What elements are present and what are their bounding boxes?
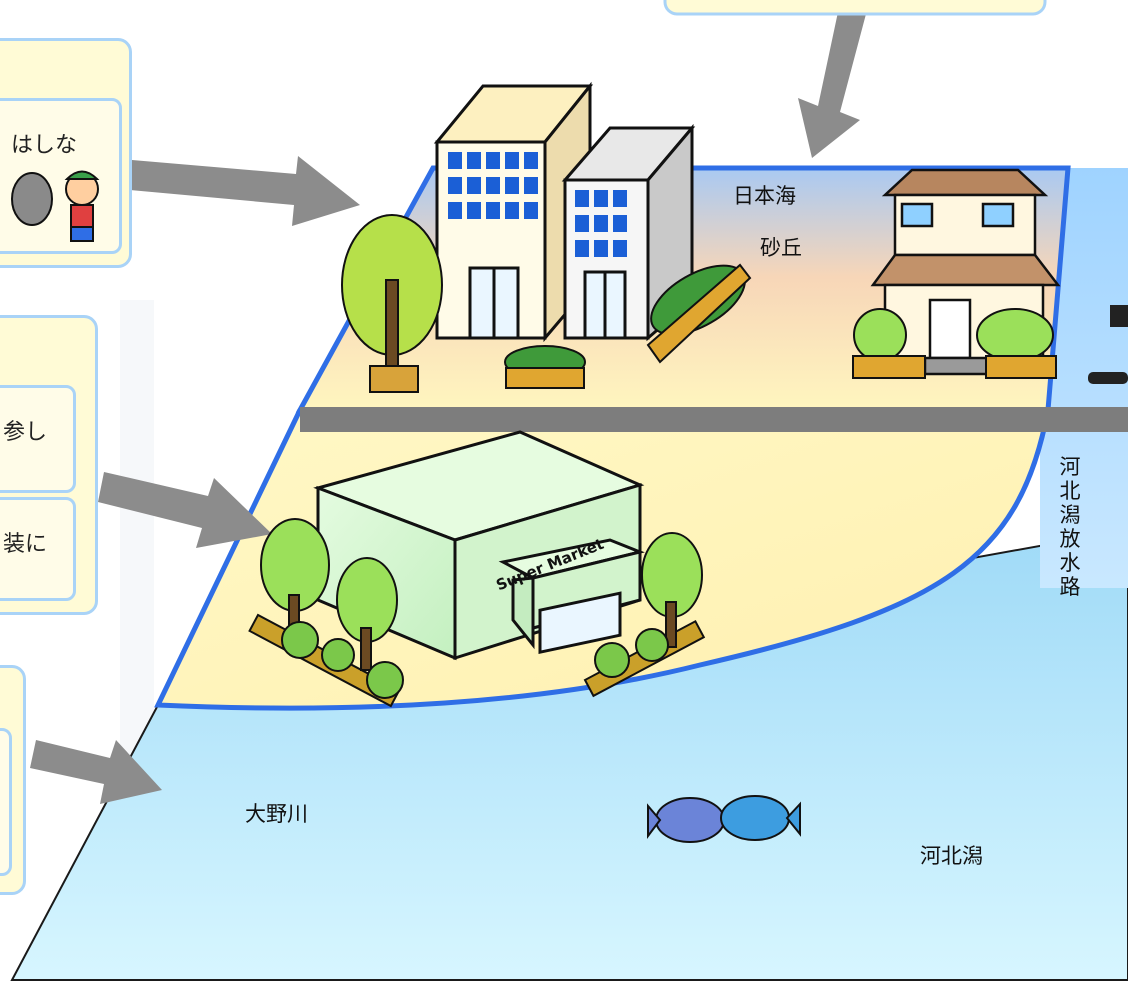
label-channel-char: 路 — [1059, 575, 1081, 599]
label-channel-char: 水 — [1059, 551, 1081, 575]
label-channel: 河 北 潟 放 水 路 — [1058, 455, 1082, 599]
callout-middle-text-2: 装に — [3, 532, 48, 557]
hedge-planter-2 — [646, 263, 752, 364]
cartoon-figures — [11, 170, 100, 242]
supermarket-trees-right — [583, 532, 706, 698]
label-river: 大野川 — [245, 802, 308, 826]
arrows — [30, 12, 866, 804]
tree-willow — [341, 214, 443, 393]
label-dune: 砂丘 — [760, 236, 802, 260]
label-lagoon: 河北潟 — [920, 844, 983, 868]
arrow-to-top-zone — [130, 156, 360, 226]
edge-fragments — [1088, 305, 1128, 384]
label-sea: 日本海 — [733, 184, 796, 208]
label-channel-char: 放 — [1059, 527, 1081, 551]
callout-bottom-inner — [0, 728, 12, 876]
callout-top-inner: はしな — [0, 98, 122, 254]
supermarket-trees-left — [248, 518, 404, 708]
top-banner-fragment — [663, 0, 1047, 16]
callout-middle-text-1: 参し — [3, 420, 48, 445]
arrow-to-middle-zone — [98, 472, 272, 548]
callout-middle-inner-2: 装に — [0, 497, 76, 601]
fish-pair — [647, 795, 801, 843]
label-channel-char: 河 — [1059, 455, 1081, 479]
hedge-planter-1 — [504, 345, 586, 389]
label-channel-char: 潟 — [1059, 503, 1081, 527]
house-hedges — [852, 308, 1057, 379]
label-channel-char: 北 — [1059, 479, 1081, 503]
supermarket — [313, 430, 645, 661]
middle-zone-border — [154, 408, 1051, 711]
arrow-to-lagoon — [30, 740, 162, 804]
callout-top-text: はしな — [11, 133, 78, 158]
callout-middle-inner-1: 参し — [0, 385, 76, 493]
office-building-grey — [561, 123, 696, 342]
arrow-top-down — [798, 12, 866, 158]
road — [300, 407, 1128, 432]
